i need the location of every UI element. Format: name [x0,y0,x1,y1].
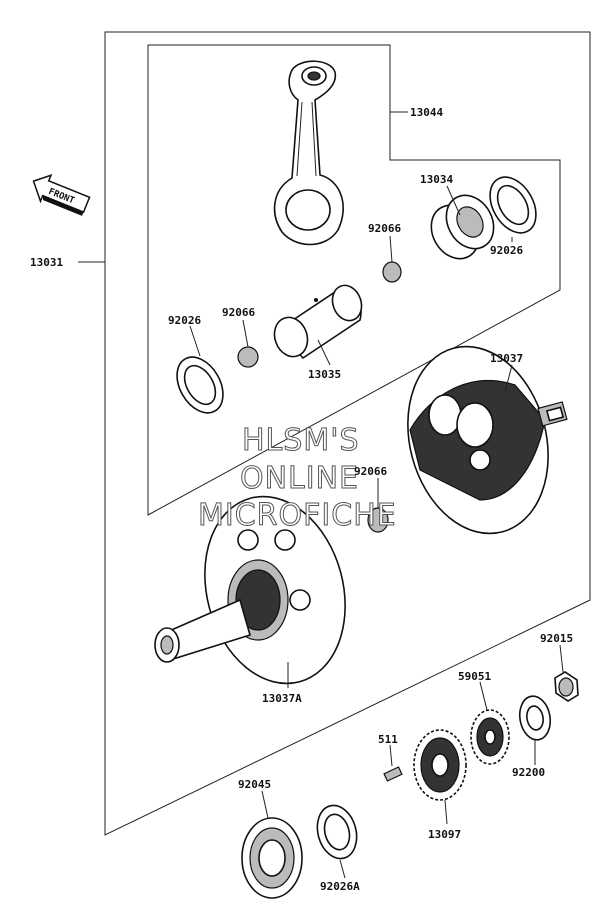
key [383,766,403,782]
crank-pin [273,284,363,360]
thrust-washer-left [176,356,224,414]
label-92045: 92045 [238,778,271,791]
label-13037: 13037 [490,352,523,365]
watermark-line3: MICROFICHE [198,498,397,533]
flywheel-left [154,495,346,685]
flywheel-right [407,345,568,535]
gear-large [413,729,467,801]
label-92066-center: 92066 [354,465,387,478]
washer-92026A [316,804,358,860]
assembly-frame-inner [147,44,561,516]
label-59051: 59051 [458,670,491,683]
label-92026A: 92026A [320,880,360,893]
label-92026-left: 92026 [168,314,201,327]
label-13031: 13031 [30,256,63,269]
pin-upper [382,261,402,283]
label-13037A: 13037A [262,692,302,705]
label-13035: 13035 [308,368,341,381]
watermark-line1: HLSM'S [242,423,360,458]
label-13044: 13044 [410,106,443,119]
pin-left [237,346,259,368]
label-92015: 92015 [540,632,573,645]
connecting-rod [273,60,344,246]
ball-bearing [241,817,303,899]
watermark-line2: ONLINE [240,461,359,496]
thrust-washer-upper [489,176,537,234]
label-13034: 13034 [420,173,453,186]
label-92026-upper: 92026 [490,244,523,257]
nut [554,671,579,702]
gear-small [470,709,510,765]
label-92066-upper: 92066 [368,222,401,235]
label-92066-left: 92066 [222,306,255,319]
washer-92200 [518,695,552,741]
front-arrow-icon: FRONT [32,174,91,216]
label-13097: 13097 [428,828,461,841]
needle-bearing [430,194,495,260]
label-511: 511 [378,733,398,746]
label-92200: 92200 [512,766,545,779]
assembly-frame-outer [104,31,591,836]
